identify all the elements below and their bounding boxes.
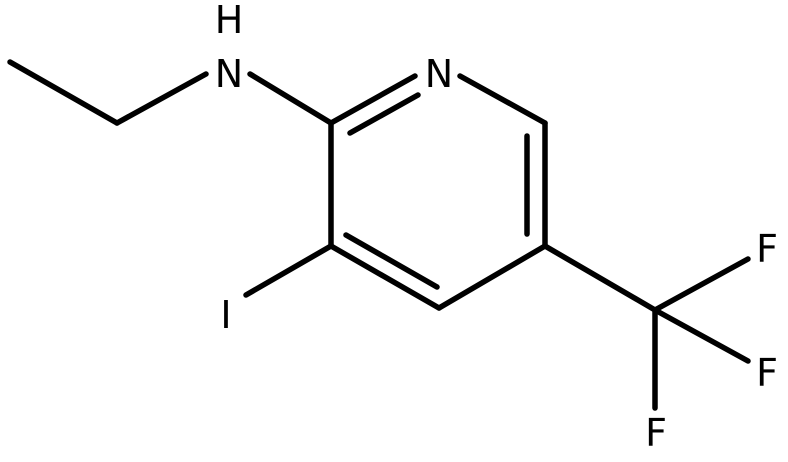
atom-labels: N H N I F F F xyxy=(215,0,778,455)
atom-label-n-amine: N xyxy=(215,52,243,96)
bond-c2-n1 xyxy=(328,73,418,126)
atom-label-n-ring: N xyxy=(425,52,453,96)
bond-c3-i xyxy=(243,243,334,298)
atom-label-fluorine-1: F xyxy=(756,227,778,271)
bond-cf3-f2 xyxy=(652,307,751,364)
bond-c4-c3 xyxy=(328,243,442,311)
bond-n1-c6 xyxy=(457,73,548,126)
bond-c5-c4 xyxy=(436,243,548,311)
bonds xyxy=(7,59,751,411)
bond-nh-c2 xyxy=(247,71,334,126)
bond-c5-cf3 xyxy=(542,243,658,313)
atom-label-h-amine: H xyxy=(215,0,244,42)
bond-cf3-f1 xyxy=(652,256,751,313)
bond-ch3-ch2 xyxy=(7,59,120,126)
atom-label-fluorine-3: F xyxy=(645,411,667,455)
bond-c4-c3-inner xyxy=(343,232,440,290)
bond-ch2-nh xyxy=(114,71,209,126)
atom-label-iodine: I xyxy=(220,293,231,337)
atom-label-fluorine-2: F xyxy=(756,351,778,395)
bond-c2-n1-inner xyxy=(347,92,421,136)
